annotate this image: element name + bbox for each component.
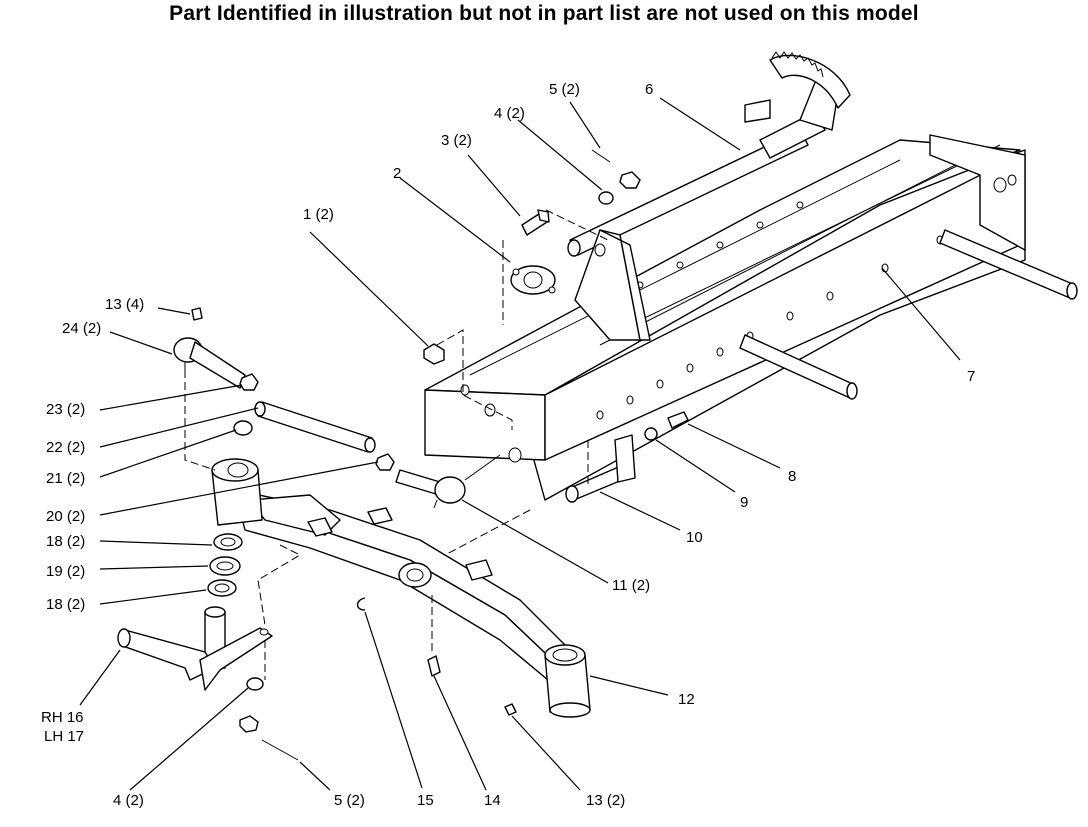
spindle-part-16-17 <box>117 606 273 691</box>
callout-23: 23 (2) <box>46 401 85 418</box>
callout-labels: 1 (2) 2 3 (2) 4 (2) 5 (2) 6 7 8 9 10 11 … <box>41 81 975 809</box>
steering-bracket <box>574 229 651 341</box>
callout-22: 22 (2) <box>46 439 85 456</box>
washer-part-4-bottom <box>246 677 264 691</box>
clip-part-15 <box>356 597 366 611</box>
jam-nut-part-23 <box>239 373 259 391</box>
pin-part-10 <box>565 434 636 503</box>
tie-rod-part-22 <box>254 401 376 453</box>
washer-part-9 <box>644 427 658 441</box>
callout-4-top: 4 (2) <box>494 105 525 122</box>
leader-lines <box>79 97 961 791</box>
castle-nut-bottom <box>239 715 259 733</box>
callout-15: 15 <box>417 792 434 809</box>
callout-17: LH 17 <box>44 728 84 745</box>
steering-shaft-part-6 <box>567 51 851 257</box>
main-frame-part-7 <box>424 134 1078 501</box>
callout-8: 8 <box>788 468 796 485</box>
pin-part-5-top <box>591 149 611 163</box>
jam-nut-part-20 <box>375 453 395 471</box>
castle-nut-top <box>619 171 641 189</box>
callout-13-top: 13 (4) <box>105 296 144 313</box>
callout-3: 3 (2) <box>441 132 472 149</box>
callout-24: 24 (2) <box>62 320 101 337</box>
ball-joint-part-11 <box>395 454 501 509</box>
grease-fitting-part-14 <box>427 655 441 677</box>
flange-bearing-part-2 <box>510 265 556 295</box>
callout-5-top: 5 (2) <box>549 81 580 98</box>
spindle-boss-part-12 <box>544 644 591 718</box>
callout-12: 12 <box>678 691 695 708</box>
callout-5-bottom: 5 (2) <box>334 792 365 809</box>
bolt-part-8 <box>667 411 689 429</box>
bolt-part-3 <box>521 209 550 236</box>
diagram-title: Part Identified in illustration but not … <box>169 2 919 25</box>
callout-18-a: 18 (2) <box>46 533 85 550</box>
ball-joint-part-24 <box>173 337 246 389</box>
left-spindle-boss <box>211 458 263 526</box>
callout-21: 21 (2) <box>46 470 85 487</box>
callout-4-bottom: 4 (2) <box>113 792 144 809</box>
callout-7: 7 <box>967 368 975 385</box>
callout-20: 20 (2) <box>46 508 85 525</box>
callout-9: 9 <box>740 494 748 511</box>
callout-10: 10 <box>686 529 703 546</box>
callout-2: 2 <box>393 165 401 182</box>
alignment-lines <box>184 209 609 680</box>
callout-13-bottom: 13 (2) <box>586 792 625 809</box>
grease-fitting-part-13-top <box>191 307 203 321</box>
callout-16: RH 16 <box>41 709 84 726</box>
ring-part-21 <box>233 420 253 436</box>
callout-1: 1 (2) <box>303 206 334 223</box>
nut-part-1 <box>423 343 445 365</box>
front-axle <box>234 489 581 691</box>
grease-fitting-part-13-bottom <box>504 703 517 716</box>
callout-11: 11 (2) <box>612 577 650 594</box>
callout-6: 6 <box>645 81 653 98</box>
callout-18-b: 18 (2) <box>46 596 85 613</box>
pin-part-5-bottom <box>261 739 299 761</box>
washer-part-4-top <box>598 191 614 205</box>
callout-19: 19 (2) <box>46 563 85 580</box>
spindle-washers <box>207 533 243 597</box>
callout-14: 14 <box>484 792 501 809</box>
